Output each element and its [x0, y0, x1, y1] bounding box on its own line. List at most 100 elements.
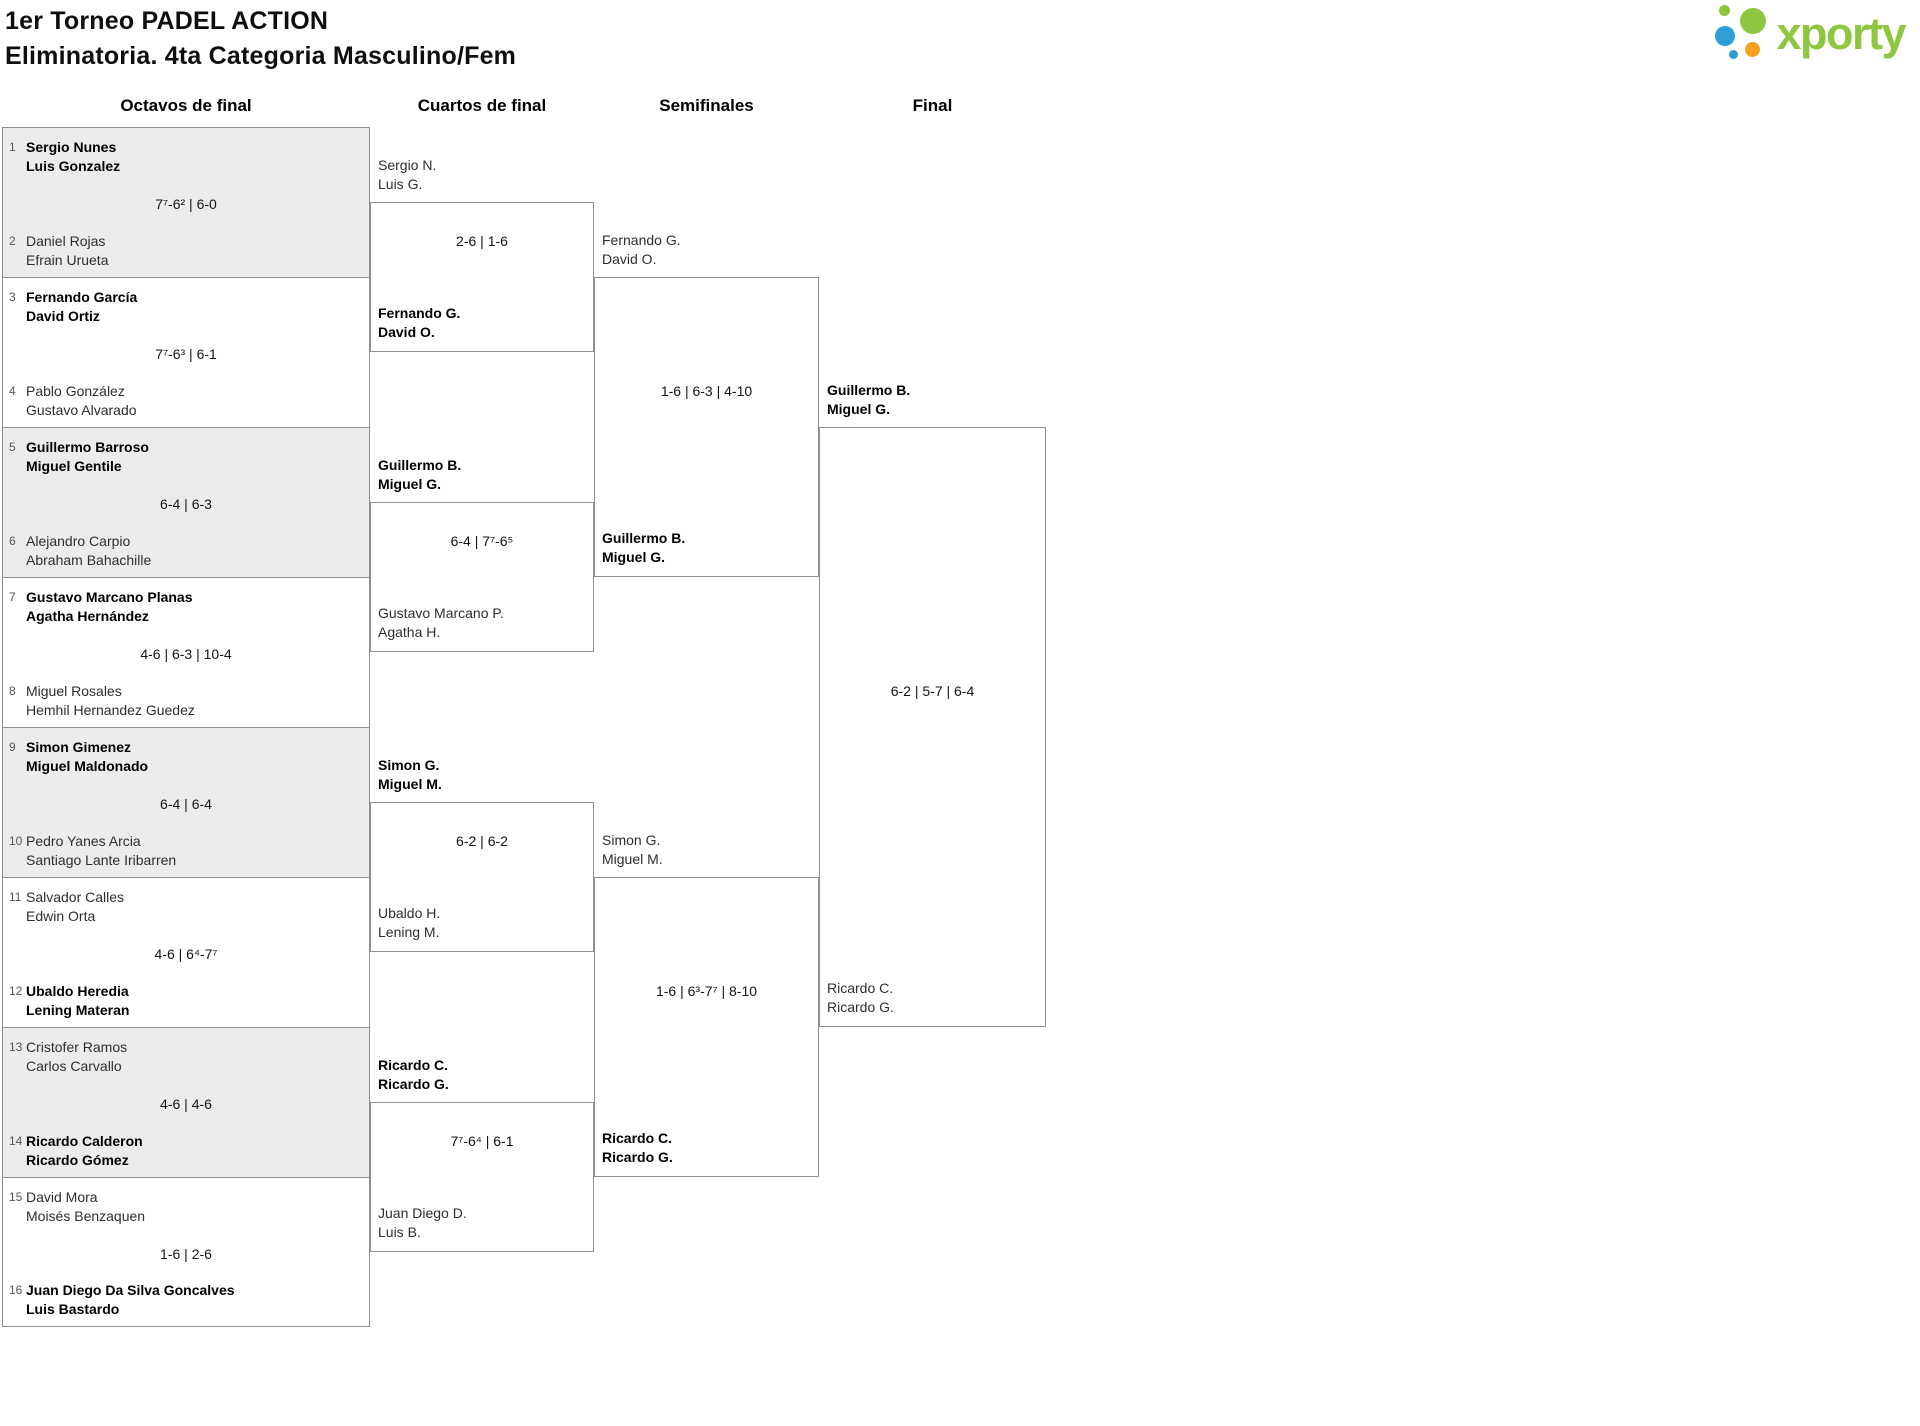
match-score: 7⁷-6² | 6-0	[155, 196, 217, 212]
player-name: Guillermo B.	[378, 457, 462, 473]
r16-match-8[interactable]: 15 David Mora Moisés Benzaquen 1-6 | 2-6…	[2, 1177, 370, 1327]
team-names: Simon G. Miguel M.	[602, 831, 663, 869]
player-name: Guillermo B.	[602, 530, 686, 546]
qf-match-4[interactable]: Ricardo C. Ricardo G. 7⁷-6⁴ | 6-1 Juan D…	[370, 1057, 594, 1252]
seed-number: 10	[9, 834, 23, 848]
team-row: 16 Juan Diego Da Silva Goncalves Luis Ba…	[9, 1281, 363, 1319]
player-name: Ricardo C.	[827, 980, 894, 996]
seed-number: 15	[9, 1190, 23, 1204]
team-names: Simon Gimenez Miguel Maldonado	[26, 738, 148, 776]
r16-match-3[interactable]: 5 Guillermo Barroso Miguel Gentile 6-4 |…	[2, 427, 370, 577]
team-names: Ricardo C. Ricardo G.	[602, 1129, 673, 1167]
team-names: Fernando García David Ortiz	[26, 288, 137, 326]
player-name: Miguel Rosales	[26, 683, 122, 699]
player-name: Carlos Carvallo	[26, 1058, 122, 1074]
player-name: Miguel G.	[378, 476, 441, 492]
match-score: 6-4 | 6-4	[160, 796, 212, 812]
team-row: 15 David Mora Moisés Benzaquen	[9, 1188, 363, 1226]
player-name: Gustavo Alvarado	[26, 402, 137, 418]
team-names: Daniel Rojas Efrain Urueta	[26, 232, 108, 270]
team-names: Guillermo B. Miguel G.	[602, 529, 685, 567]
r16-match-7[interactable]: 13 Cristofer Ramos Carlos Carvallo 4-6 |…	[2, 1027, 370, 1177]
final-match[interactable]: Guillermo B. Miguel G. 6-2 | 5-7 | 6-4 R…	[819, 382, 1046, 1027]
sf-match-1[interactable]: Fernando G. David O. 1-6 | 6-3 | 4-10 Gu…	[594, 232, 819, 577]
qf-match-3[interactable]: Simon G. Miguel M. 6-2 | 6-2 Ubaldo H. L…	[370, 757, 594, 952]
player-name: David O.	[378, 324, 435, 340]
logo-dot-blue-small	[1729, 50, 1739, 59]
team-names: Ubaldo Heredia Lening Materan	[26, 982, 129, 1020]
team-names: Gustavo Marcano P. Agatha H.	[378, 604, 504, 642]
seed-number: 3	[9, 290, 16, 304]
player-name: Agatha H.	[378, 624, 441, 640]
player-name: Guillermo Barroso	[26, 439, 149, 455]
player-name: Miguel Maldonado	[26, 758, 149, 774]
match-score: 7⁷-6³ | 6-1	[155, 346, 217, 362]
player-name: Pablo González	[26, 383, 125, 399]
sf-match-2[interactable]: Simon G. Miguel M. 1-6 | 6³-7⁷ | 8-10 Ri…	[594, 832, 819, 1177]
r16-match-6[interactable]: 11 Salvador Calles Edwin Orta 4-6 | 6⁴-7…	[2, 877, 370, 1027]
team-row: 1 Sergio Nunes Luis Gonzalez	[9, 138, 363, 176]
player-name: Sergio N.	[378, 157, 437, 173]
logo-dot-green-large	[1740, 8, 1767, 34]
player-name: David O.	[602, 251, 657, 267]
team-names: Pedro Yanes Arcia Santiago Lante Iribarr…	[26, 832, 176, 870]
player-name: Gustavo Marcano Planas	[26, 589, 193, 605]
match-score: 6-4 | 6-3	[160, 496, 212, 512]
seed-number: 6	[9, 534, 16, 548]
player-name: Luis Bastardo	[26, 1301, 120, 1317]
player-name: Fernando G.	[378, 305, 461, 321]
player-name: Lening Materan	[26, 1002, 130, 1018]
player-name: Ricardo C.	[378, 1057, 449, 1073]
match-score: 2-6 | 1-6	[456, 233, 508, 249]
team-names: Ricardo C. Ricardo G.	[378, 1056, 449, 1094]
player-name: Juan Diego D.	[378, 1205, 467, 1221]
team-names: Sergio Nunes Luis Gonzalez	[26, 138, 120, 176]
seed-number: 4	[9, 384, 16, 398]
r16-match-2[interactable]: 3 Fernando García David Ortiz 7⁷-6³ | 6-…	[2, 277, 370, 427]
match-score: 4-6 | 4-6	[160, 1096, 212, 1112]
match-score: 6-2 | 6-2	[456, 833, 508, 849]
team-row: 3 Fernando García David Ortiz	[9, 288, 363, 326]
logo-dot-blue	[1715, 26, 1736, 46]
player-name: Miguel G.	[827, 401, 890, 417]
team-names: Juan Diego D. Luis B.	[378, 1204, 467, 1242]
r16-match-5[interactable]: 9 Simon Gimenez Miguel Maldonado 6-4 | 6…	[2, 727, 370, 877]
player-name: Ubaldo H.	[378, 905, 441, 921]
player-name: Abraham Bahachille	[26, 552, 152, 568]
player-name: Salvador Calles	[26, 889, 125, 905]
player-name: Ricardo C.	[602, 1130, 673, 1146]
team-names: David Mora Moisés Benzaquen	[26, 1188, 145, 1226]
team-names: Ricardo Calderon Ricardo Gómez	[26, 1132, 143, 1170]
player-name: Ricardo G.	[827, 999, 894, 1015]
player-name: Fernando García	[26, 289, 138, 305]
team-row: 14 Ricardo Calderon Ricardo Gómez	[9, 1132, 363, 1170]
player-name: Ricardo G.	[602, 1149, 673, 1165]
seed-number: 9	[9, 740, 16, 754]
qf-match-1[interactable]: Sergio N. Luis G. 2-6 | 1-6 Fernando G. …	[370, 157, 594, 352]
match-score: 1-6 | 6-3 | 4-10	[660, 383, 753, 399]
team-row: 9 Simon Gimenez Miguel Maldonado	[9, 738, 363, 776]
match-score: 6-4 | 7⁷-6⁵	[450, 533, 514, 549]
seed-number: 11	[9, 890, 22, 904]
player-name: Pedro Yanes Arcia	[26, 833, 141, 849]
xporty-logo-icon	[1713, 5, 1769, 63]
title-line-1: 1er Torneo PADEL ACTION	[5, 7, 329, 35]
player-name: Miguel M.	[602, 851, 663, 867]
seed-number: 14	[9, 1134, 23, 1148]
r16-match-1[interactable]: 1 Sergio Nunes Luis Gonzalez 7⁷-6² | 6-0…	[2, 127, 370, 277]
qf-match-2[interactable]: Guillermo B. Miguel G. 6-4 | 7⁷-6⁵ Gusta…	[370, 457, 594, 652]
player-name: Gustavo Marcano P.	[378, 605, 504, 621]
team-names: Gustavo Marcano Planas Agatha Hernández	[26, 588, 193, 626]
player-name: Luis Gonzalez	[26, 158, 121, 174]
xporty-logo-text: xporty	[1776, 8, 1906, 59]
seed-number: 7	[9, 590, 16, 604]
player-name: Luis B.	[378, 1224, 421, 1240]
player-name: Simon G.	[602, 832, 661, 848]
xporty-logo[interactable]: xporty	[1713, 5, 1906, 63]
player-name: Cristofer Ramos	[26, 1039, 128, 1055]
r16-match-4[interactable]: 7 Gustavo Marcano Planas Agatha Hernánde…	[2, 577, 370, 727]
seed-number: 2	[9, 234, 16, 248]
player-name: Juan Diego Da Silva Goncalves	[26, 1282, 235, 1298]
player-name: Alejandro Carpio	[26, 533, 131, 549]
player-name: David Ortiz	[26, 308, 100, 324]
